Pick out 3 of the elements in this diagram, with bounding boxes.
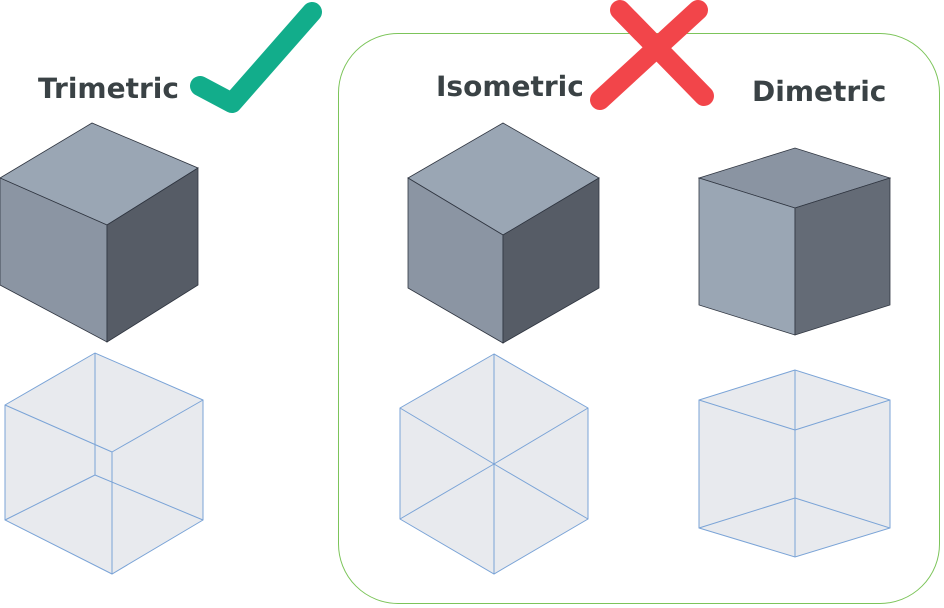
heading: Isometric bbox=[436, 70, 584, 104]
heading: Trimetric bbox=[38, 72, 179, 106]
heading: Dimetric bbox=[752, 75, 886, 109]
